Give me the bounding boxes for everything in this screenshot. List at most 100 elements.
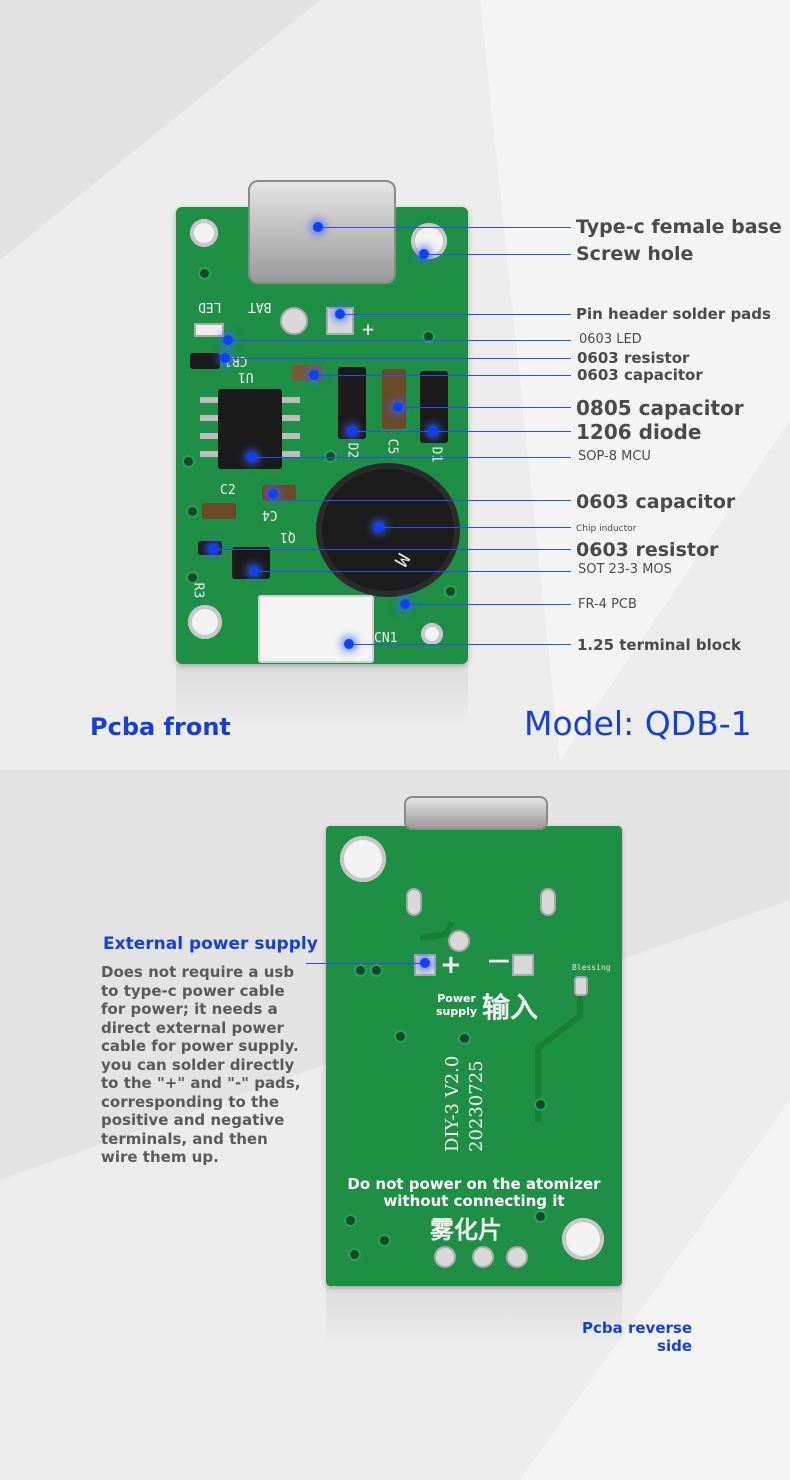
trace [419,920,583,1122]
screw-hole [421,623,443,645]
label-mcu: SOP-8 MCU [578,449,651,464]
callout-dot [268,489,278,499]
capacitor-0805 [382,369,406,429]
back-board-reflection [326,1286,622,1348]
blessing-pad [574,976,588,996]
callout-dot [420,958,430,968]
callout-line [218,549,571,550]
silk-led: LED [198,299,222,314]
aux-pad [448,930,470,952]
label-typec-base: Type-c female base [576,216,782,238]
callout-dot [309,370,319,380]
callout-line [357,431,571,432]
caption-pcba-reverse: Pcba reverse side [582,1319,692,1355]
via [346,1216,355,1225]
callout-line [384,527,571,528]
silk-c2: C2 [220,483,236,498]
silk-plus: + [362,317,375,341]
atomizer-cn-marking: 雾化片 [430,1216,502,1244]
callout-dot [249,566,259,576]
label-diode: 1206 diode [576,420,702,444]
label-terminal-block: 1.25 terminal block [577,636,741,654]
via [200,269,209,278]
atomizer-pad [434,1246,456,1268]
callout-line [306,963,420,964]
callout-line [257,457,571,458]
via [396,1032,405,1041]
minus-pad [512,954,534,976]
via [188,507,197,516]
callout-dot [344,639,354,649]
callout-line [410,604,571,605]
callout-dot [208,544,218,554]
minus-marking: — [488,948,510,973]
via [446,587,455,596]
capacitor-c2 [202,503,236,519]
via [184,457,193,466]
via [372,966,381,975]
plus-marking: + [440,950,462,980]
screw-hole [411,223,447,259]
callout-dot [419,249,429,259]
warning-text: Do not power on the atomizer without con… [347,1175,601,1210]
label-chip-inductor: Chip inductor [576,524,637,534]
callout-line [230,358,571,359]
silk-bat: BAT [248,299,272,314]
resistor-component [190,353,220,369]
atomizer-pad [472,1246,494,1268]
type-c-connector-front [248,180,396,284]
screw-hole [562,1218,604,1260]
silk-cn1: CN1 [374,631,398,646]
front-board-reflection [176,664,468,730]
callout-line [403,407,571,408]
pin-header-pad [280,307,308,335]
callout-line [319,375,571,376]
label-resistor-2: 0603 resistor [576,539,719,561]
callout-dot [220,353,230,363]
callout-dot [247,452,257,462]
callout-line [323,227,571,228]
silk-c5: C5 [384,438,400,455]
screw-hole [188,605,222,639]
callout-dot [313,222,323,232]
via [350,1250,359,1259]
via [188,573,197,582]
label-led: 0603 LED [579,332,642,347]
callout-line [354,644,571,645]
power-supply-marking: Power supply [436,992,478,1018]
via [326,452,335,461]
screw-hole [340,836,386,882]
silk-d2: D2 [344,442,360,459]
type-c-connector-back [404,796,548,830]
via [460,1034,469,1043]
callout-dot [428,426,438,436]
back-pcb: + — Blessing 输入 Power supply DIY-3 V2.0 … [326,826,622,1286]
label-resistor: 0603 resistor [577,349,690,367]
label-capacitor-2: 0603 capacitor [576,491,736,513]
silk-c4: C4 [262,507,278,522]
callout-dot [347,426,357,436]
mount-slot [540,888,556,916]
mount-slot [406,888,422,916]
silk-q1: Q1 [280,529,296,544]
model-label: Model: QDB-1 [524,704,752,743]
via [424,332,433,341]
callout-dot [223,335,233,345]
callout-line [429,254,571,255]
screw-hole [190,219,218,247]
chip-inductor [322,469,454,591]
silk-d1: D1 [428,446,444,463]
label-capacitor: 0603 capacitor [577,366,703,384]
input-cn-marking: 输入 [482,991,539,1024]
date-marking: 20230725 [466,1060,487,1152]
callout-dot [393,402,403,412]
callout-dot [374,522,384,532]
via [380,1236,389,1245]
caption-pcba-front: Pcba front [90,713,231,741]
version-marking: DIY-3 V2.0 [442,1055,463,1152]
via [536,1100,545,1109]
atomizer-pad [506,1246,528,1268]
silk-r3: R3 [190,582,206,599]
terminal-block [258,595,374,663]
label-capacitor-0805: 0805 capacitor [576,396,744,420]
